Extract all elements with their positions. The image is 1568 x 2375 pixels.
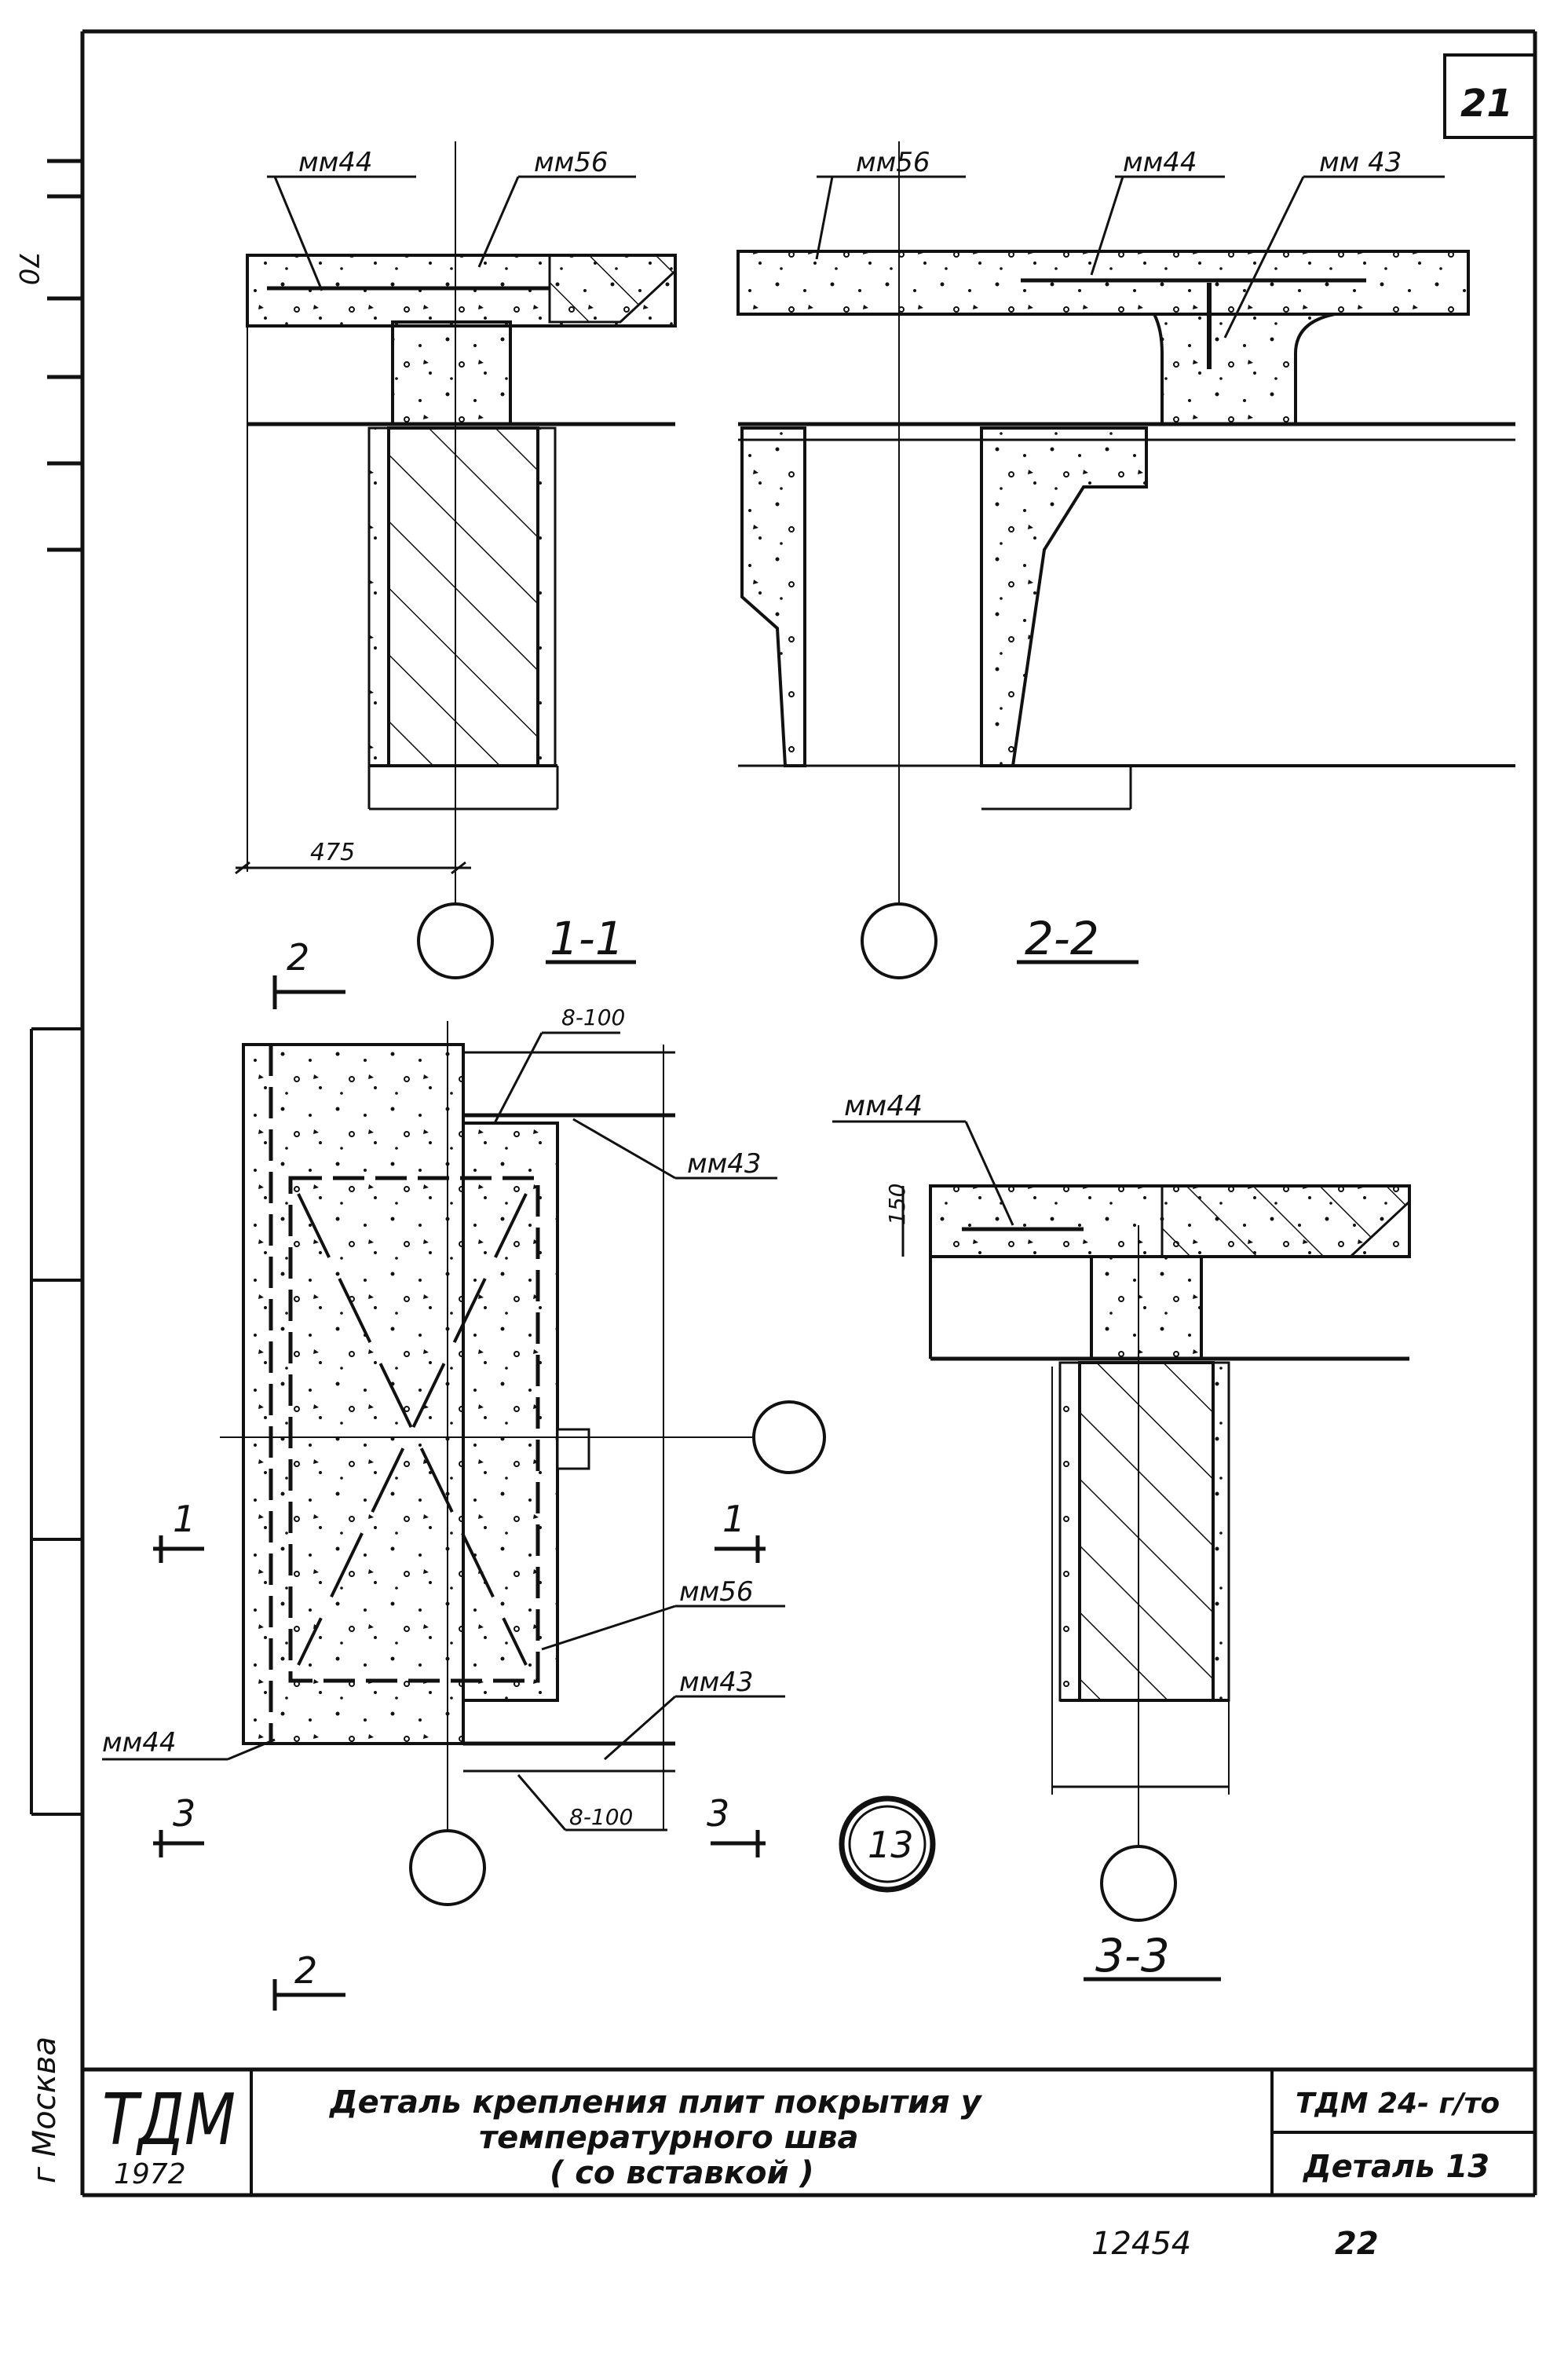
- section-3-3-label: 3-3: [1095, 1929, 1170, 1982]
- plan-tag-spacing-top: 8-100: [561, 1005, 625, 1030]
- section-1-1-tag-right: мм56: [534, 147, 609, 178]
- organization-logo: ТДМ: [102, 2079, 236, 2161]
- section-1-1-tag-left: мм44: [298, 147, 373, 178]
- plan-tag-mm43-bottom: мм43: [679, 1667, 754, 1698]
- plan-tag-mm56: мм56: [679, 1576, 754, 1608]
- section-2-2-axis-bubble: [861, 902, 938, 979]
- plan-cut-2-bottom: 2: [294, 1949, 317, 1992]
- title-block-year: 1972: [114, 2158, 186, 2190]
- section-2-2-tag-mid: мм44: [1123, 147, 1197, 178]
- detail-number: 13: [868, 1824, 914, 1866]
- plan-axis-bubble-bottom: [409, 1829, 486, 1906]
- detail-reference: Деталь 13: [1302, 2149, 1489, 2185]
- document-code: ТДМ 24- г/то: [1296, 2088, 1500, 2120]
- section-1-1-label: 1-1: [550, 912, 624, 965]
- archive-number: 12454: [1091, 2226, 1191, 2262]
- detail-number-bubble: [839, 1795, 936, 1893]
- plan-cut-2-top: 2: [287, 936, 309, 979]
- plan-tag-spacing-bottom: 8-100: [569, 1804, 633, 1830]
- section-3-3-tag: мм44: [844, 1090, 923, 1122]
- title-line-2: температурного шва: [479, 2120, 859, 2156]
- section-3-3-axis-bubble: [1100, 1845, 1177, 1922]
- section-1-1-axis-bubble: [417, 902, 494, 979]
- page-number: 21: [1460, 82, 1513, 126]
- title-line-1: Деталь крепления плит покрытия у: [328, 2084, 983, 2121]
- section-3-3-dimension: 150: [884, 1184, 910, 1225]
- section-2-2-label: 2-2: [1025, 912, 1099, 965]
- plan-tag-mm44: мм44: [102, 1727, 177, 1758]
- title-line-3: ( со вставкой ): [550, 2155, 814, 2191]
- section-2-2: [736, 141, 1515, 979]
- plan-tag-mm43-top: мм43: [687, 1148, 762, 1180]
- section-2-2-tag-right: мм 43: [1319, 147, 1402, 178]
- plan-cut-3-right: 3: [707, 1792, 729, 1835]
- plan-cut-1-left: 1: [173, 1498, 196, 1540]
- margin-note-top: 70: [13, 251, 44, 285]
- section-1-1-dimension: 475: [310, 839, 355, 866]
- plan-axis-bubble-right: [752, 1400, 826, 1474]
- title-block: [82, 2067, 1535, 2195]
- plan-cut-1-right: 1: [722, 1498, 745, 1540]
- sheet-frame: [80, 29, 1537, 2198]
- plan-cut-3-left: 3: [173, 1792, 196, 1835]
- footer-sheet-number: 22: [1335, 2226, 1379, 2262]
- plan-view: [102, 975, 936, 2011]
- left-margin-marks: [30, 159, 82, 1816]
- section-1-1: [235, 141, 677, 979]
- margin-note-city: г Москва: [27, 2036, 63, 2183]
- section-3-3: [832, 1120, 1411, 1982]
- section-2-2-tag-left: мм56: [856, 147, 930, 178]
